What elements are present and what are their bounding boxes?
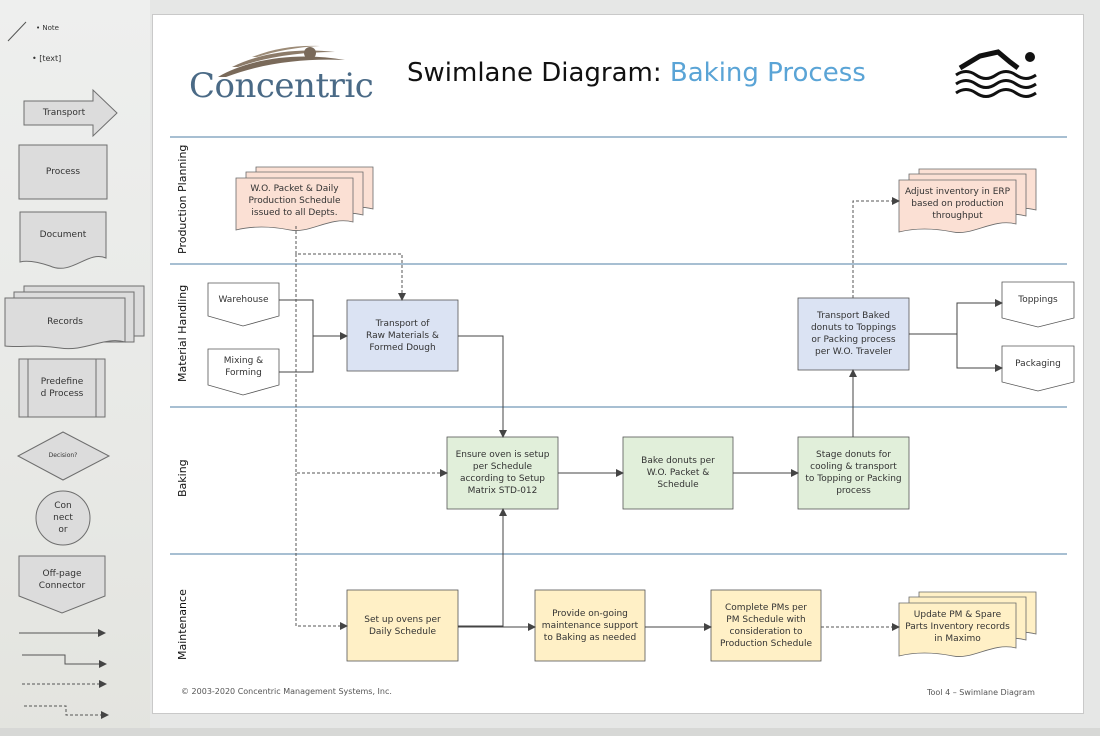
status-strip — [0, 728, 1100, 736]
page-title: Swimlane Diagram: Baking Process — [407, 58, 866, 88]
warehouse-to-transport-arrow[interactable] — [279, 299, 348, 340]
mixing-forming-label: Mixing & Forming — [223, 356, 264, 378]
stencil-offpage-shape[interactable] — [18, 555, 106, 614]
update-pm-label: Update PM & Spare Parts Inventory record… — [905, 610, 1010, 644]
stage-donuts-label: Stage donuts for cooling & transport to … — [805, 450, 902, 496]
stencil-process-label: Process — [45, 167, 81, 177]
transport-baked-box[interactable] — [797, 297, 910, 371]
wo-to-oven-dashed[interactable] — [295, 254, 448, 477]
transport-raw-box[interactable] — [346, 299, 459, 372]
transport-baked-label: Transport Baked donuts to Toppings or Pa… — [810, 311, 897, 357]
concentric-logo-mark — [218, 45, 345, 77]
complete-pms-label: Complete PMs per PM Schedule with consid… — [719, 602, 813, 649]
maintenance-support-label: Provide on-going maintenance support to … — [541, 608, 639, 643]
stencil-document-label: Document — [39, 230, 87, 240]
title-main: Swimlane Diagram: — [407, 58, 670, 88]
wo-to-setup-dashed[interactable] — [295, 473, 348, 630]
stencil-text-label: • [text] — [32, 54, 62, 63]
lane-label-baking: Baking — [176, 459, 189, 497]
lane-label-maintenance: Maintenance — [176, 589, 189, 660]
stencil-decision-shape[interactable] — [16, 431, 111, 481]
stencil-records-shape[interactable] — [4, 285, 145, 350]
maintenance-support-box[interactable] — [534, 589, 646, 662]
stencil-process-shape[interactable] — [18, 144, 108, 200]
stage-donuts-box[interactable] — [797, 436, 910, 510]
warehouse-label: Warehouse — [218, 294, 269, 305]
adjust-inventory-label: Adjust inventory in ERP based on product… — [904, 187, 1011, 221]
stencil-transport-label: Transport — [42, 108, 86, 118]
title-accent: Baking Process — [669, 58, 866, 88]
setup-ovens-box[interactable] — [346, 589, 459, 662]
adjust-inventory-document[interactable] — [898, 168, 1037, 233]
transport-to-packaging-arrow[interactable] — [956, 334, 1003, 372]
setup-ovens-label: Set up ovens per Daily Schedule — [364, 614, 441, 637]
bake-donuts-box[interactable] — [622, 436, 734, 510]
tool-caption: Tool 4 – Swimlane Diagram — [927, 688, 1035, 697]
dashed-connectors — [295, 197, 900, 631]
copyright-text: © 2003-2020 Concentric Management System… — [181, 687, 392, 696]
ensure-oven-label: Ensure oven is setup per Schedule accord… — [455, 450, 550, 496]
stencil-document-shape[interactable] — [19, 211, 107, 269]
complete-pms-box[interactable] — [710, 589, 822, 662]
toppings-label: Toppings — [1018, 295, 1058, 305]
lane-dividers — [170, 136, 1067, 555]
stencil-note-shape[interactable] — [7, 21, 27, 42]
lane-label-material-handling: Material Handling — [176, 284, 189, 382]
stencil-shapes — [4, 21, 145, 614]
stencil-line-dashed-elbow[interactable] — [24, 705, 109, 719]
ensure-oven-box[interactable] — [446, 436, 559, 510]
toppings-offpage-shape[interactable] — [1001, 281, 1075, 328]
stencil-offpage-label: Off-page Connector — [38, 569, 86, 591]
stencil-predefined-label: Predefine d Process — [40, 377, 84, 399]
stencil-line-elbow[interactable] — [22, 654, 107, 668]
stencil-connectors — [19, 629, 109, 719]
warehouse-offpage-shape[interactable] — [207, 282, 280, 327]
transport-raw-label: Transport of Raw Materials & Formed Doug… — [366, 318, 439, 353]
wo-packet-document[interactable] — [235, 166, 374, 231]
brand-wordmark: Concentric — [189, 66, 374, 106]
bake-donuts-label: Bake donuts per W.O. Packet & Schedule — [641, 456, 715, 490]
stencil-records-label: Records — [47, 317, 83, 327]
mixing-to-transport-arrow[interactable] — [279, 336, 314, 373]
lane-label-production-planning: Production Planning — [176, 144, 189, 254]
stencil-transport-shape[interactable] — [23, 88, 118, 138]
packaging-offpage-shape[interactable] — [1001, 345, 1075, 392]
transport-to-oven-arrow[interactable] — [458, 335, 507, 438]
transport-to-inventory-dashed[interactable] — [852, 197, 900, 298]
stencil-connector-label: Con nect or — [53, 501, 73, 535]
stencil-note-label: • Note — [36, 24, 59, 32]
packaging-label: Packaging — [1015, 359, 1061, 369]
swimmer-icon — [955, 49, 1037, 98]
stencil-connector-shape[interactable] — [35, 490, 91, 546]
update-pm-document[interactable] — [898, 591, 1037, 657]
wo-to-transport-dashed[interactable] — [295, 226, 406, 301]
setup-to-oven-arrow[interactable] — [458, 508, 507, 627]
stencil-decision-label: Decision? — [48, 452, 78, 459]
solid-connectors — [279, 299, 1003, 631]
stencil-predefined-shape[interactable] — [18, 358, 106, 418]
transport-to-toppings-arrow[interactable] — [909, 299, 1003, 335]
mixing-forming-offpage-shape[interactable] — [207, 348, 280, 396]
wo-packet-label: W.O. Packet & Daily Production Schedule … — [248, 184, 341, 218]
